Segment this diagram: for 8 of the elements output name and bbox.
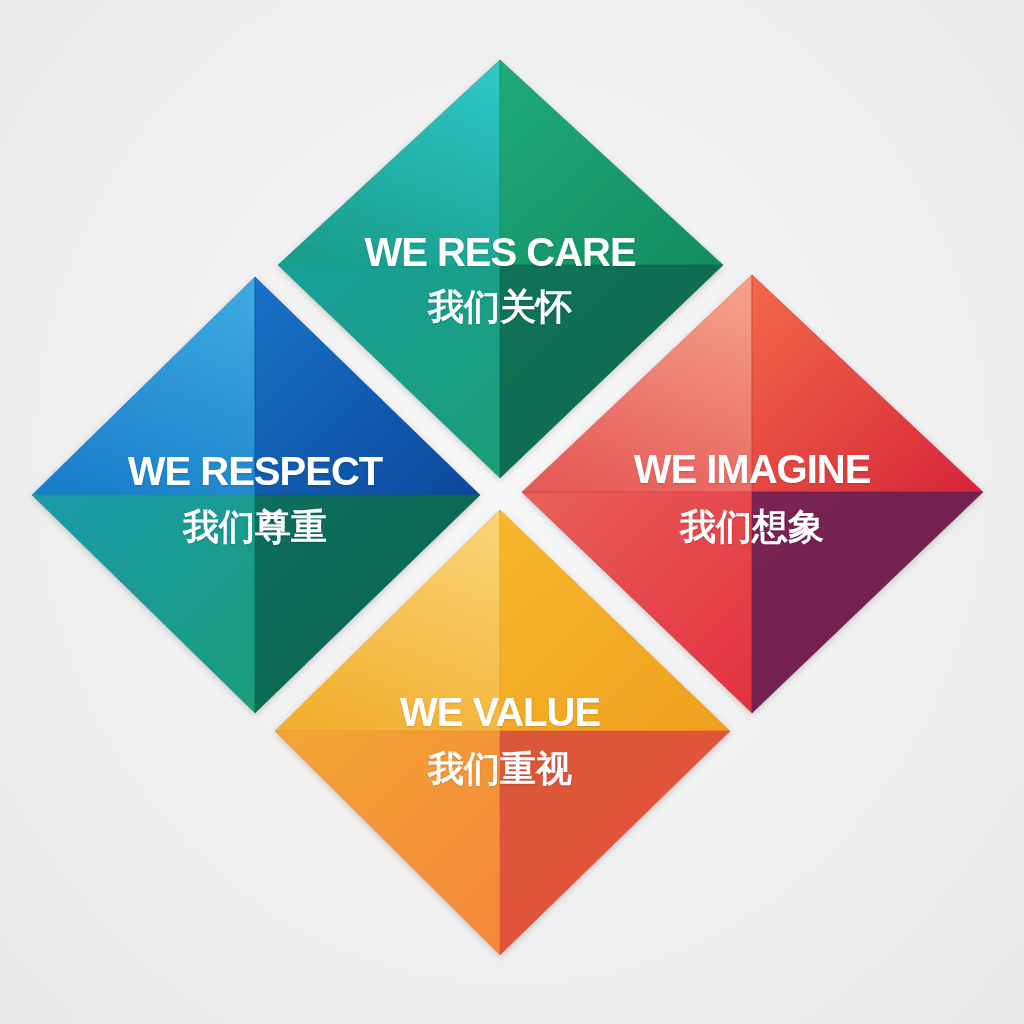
subheading: 我们重视 <box>428 750 572 788</box>
subheading: 我们尊重 <box>183 508 327 546</box>
subheading: 我们关怀 <box>428 288 572 326</box>
heading: WE RESPECT <box>127 451 383 491</box>
heading: WE IMAGINE <box>633 449 871 489</box>
heading: WE VALUE <box>399 692 601 732</box>
heading: WE RES CARE <box>364 232 636 272</box>
subheading: 我们想象 <box>680 508 824 546</box>
